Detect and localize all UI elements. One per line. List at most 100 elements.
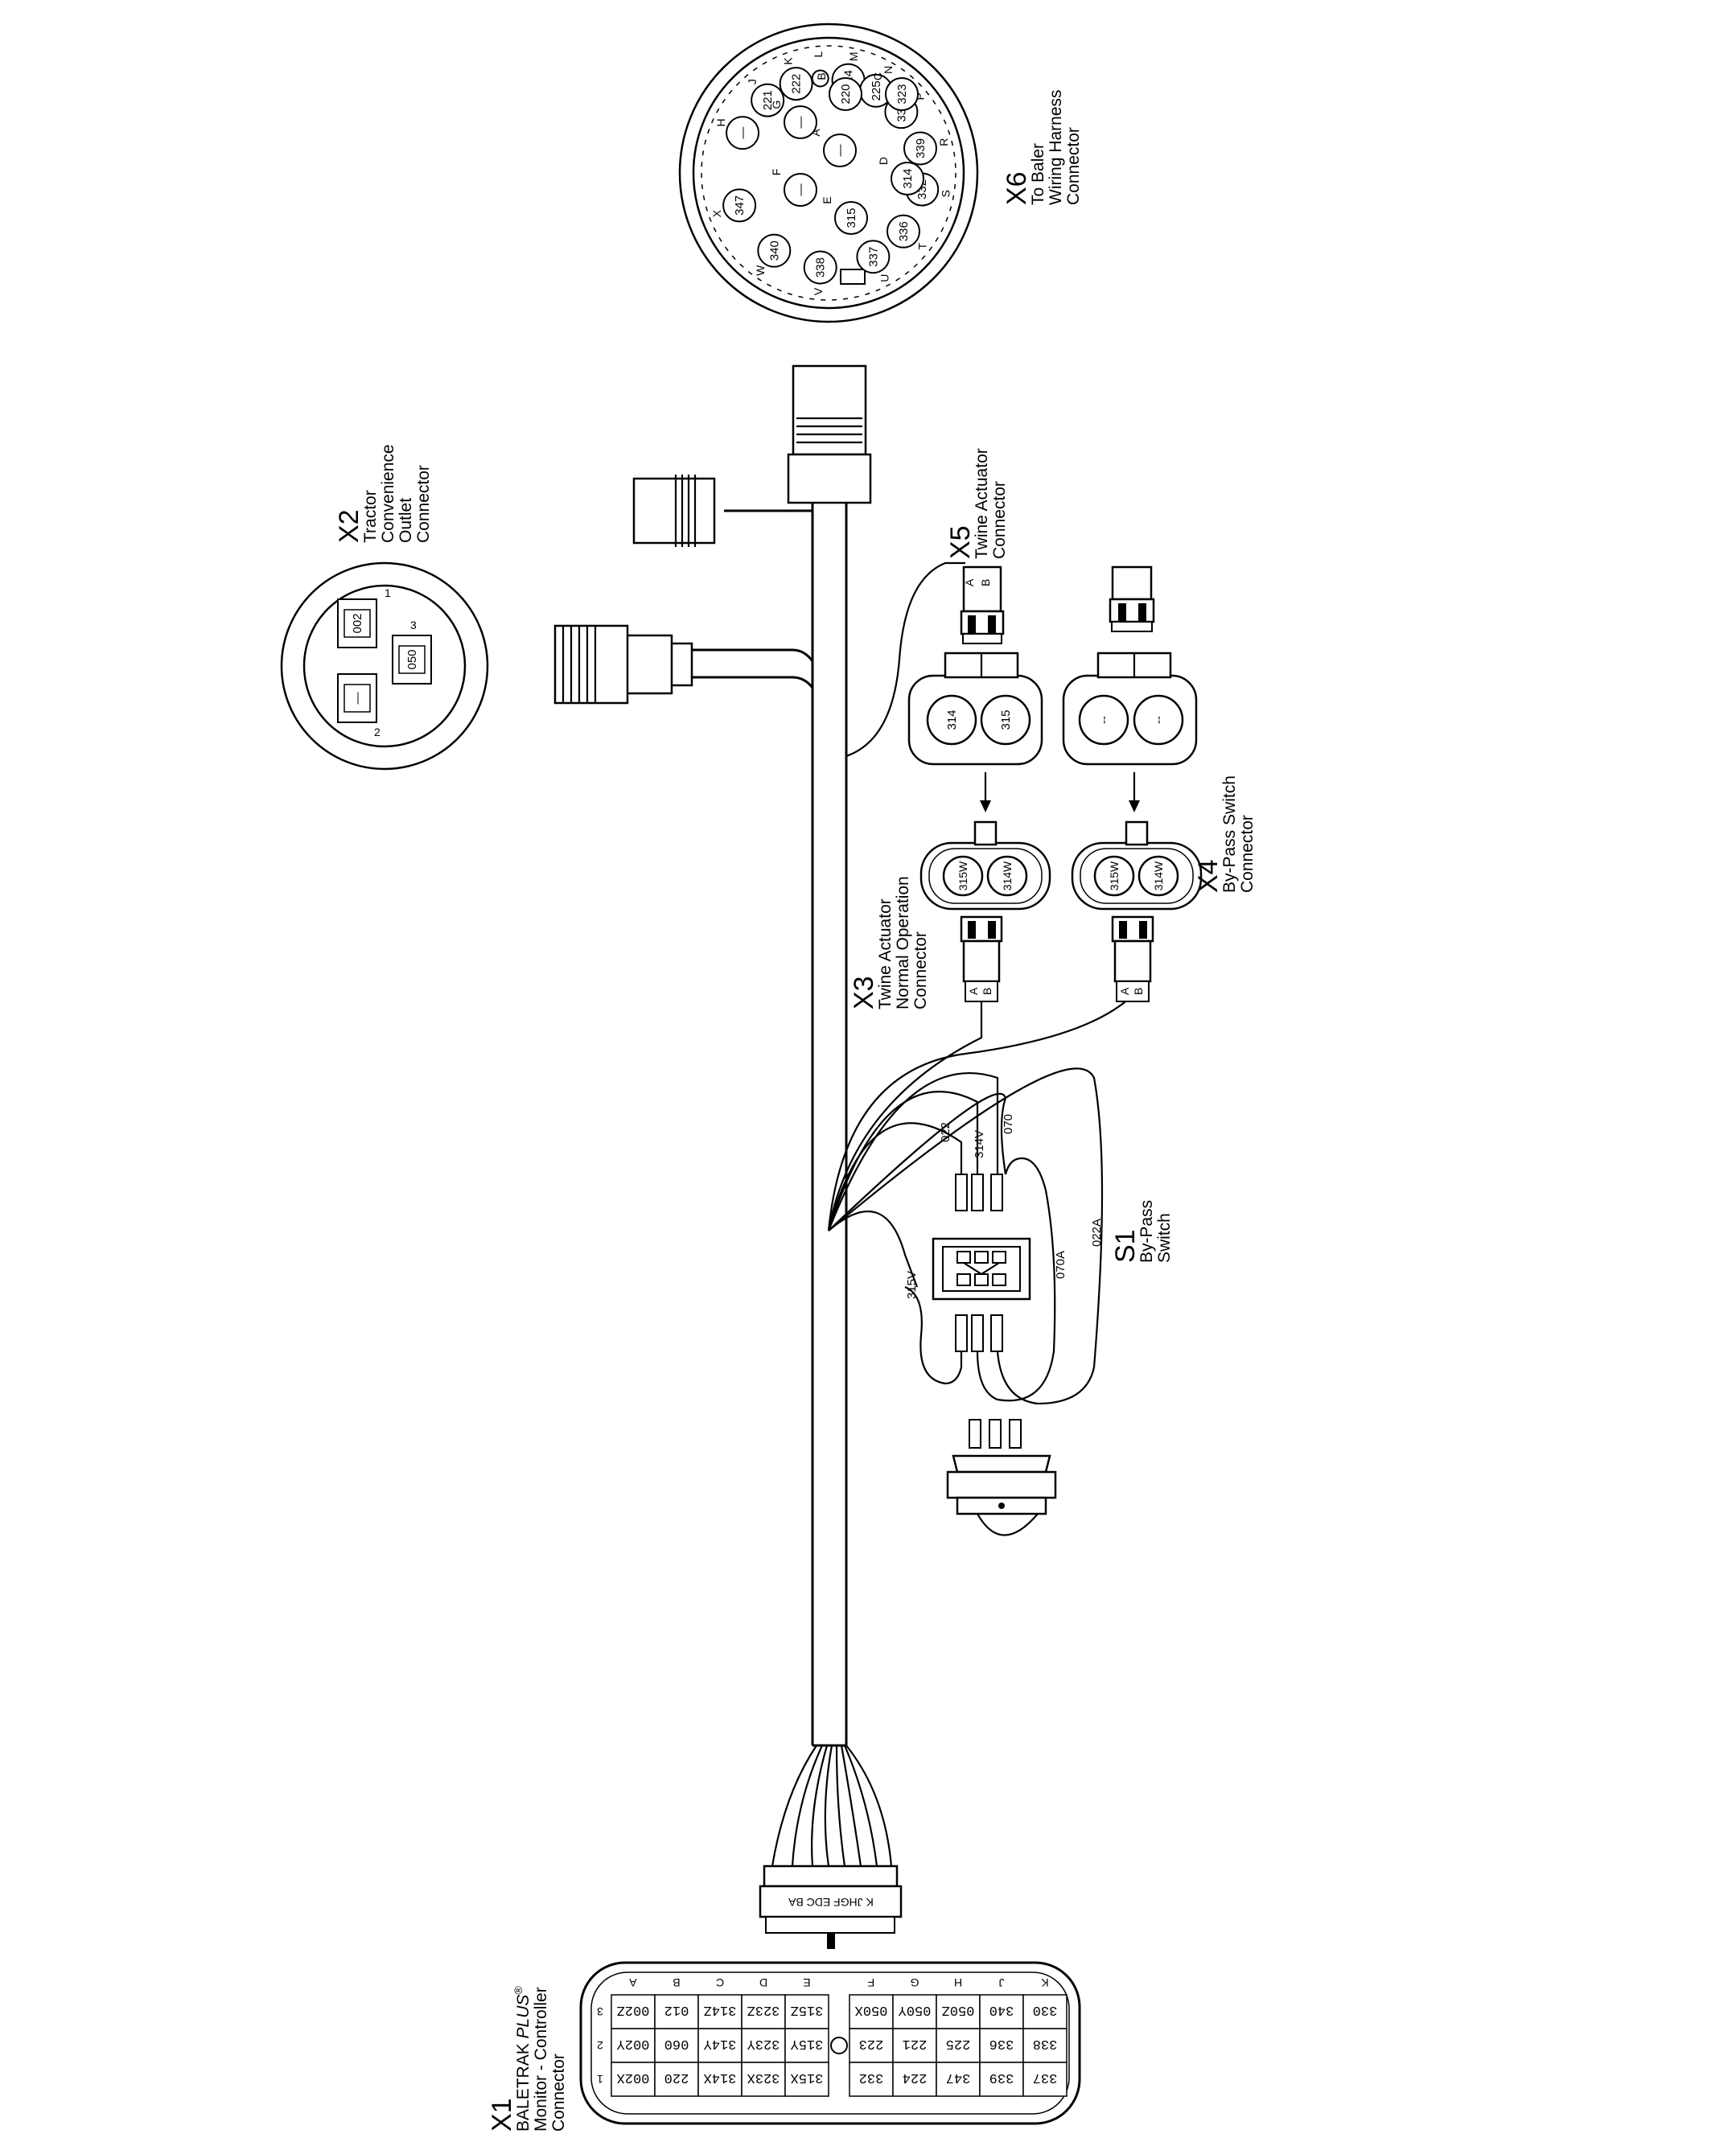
x1-cell-box [892,2062,937,2097]
x5-id: X5 [945,525,976,559]
x6-pin-letter: C [871,72,884,80]
s1-id: S1 [1110,1229,1141,1263]
x1-locking-post [830,2037,848,2054]
x6-pin-letter: P [913,93,926,100]
x1-brand-line: BALETRAK PLUS® [512,1986,533,2132]
x4-label: X4 By-Pass Switch Connector [1193,775,1257,893]
s1-label: S1 By-Pass Switch [1110,1200,1174,1263]
x1-plug: K JHGF EDC BA [759,1865,903,1949]
x6-pin-layer: —H221J222KL224M225N330P339R332S336T337U3… [710,51,952,295]
x4-plug: A B [1111,915,1154,1002]
x1-column-letter: H [954,1976,962,1989]
x6-pin: —G [770,101,817,139]
x6-pin-socket [903,131,937,166]
x1-cell-box [979,1994,1024,2029]
x6-pin-letter: W [754,265,767,276]
x1-desc-1: Monitor - Controller [532,1987,550,2132]
x6-pin-letter: S [940,190,952,197]
x1-cell: 314Z [704,2002,737,2017]
x6-pin: L [811,51,829,88]
x1-id: X1 [487,2098,517,2132]
x1-column-letter: E [803,1976,810,1989]
x2-pin-1-num: 1 [385,586,391,599]
x5-pin-b: B [979,579,992,586]
x3-desc-1: Twine Actuator [876,898,895,1009]
x2-label: X2 Tractor Convenience Outlet Connector [334,444,433,543]
x1-desc-2: Connector [549,2054,568,2132]
x3-receptacle: 315W 314W [919,820,1051,911]
s1-desc-2: Switch [1155,1213,1174,1263]
x6-pin-letter: A [809,129,822,137]
x1-row-number: 1 [597,2073,603,2086]
x6-pin-socket [784,105,817,139]
x1-plug-letters: K JHGF EDC BA [788,1896,873,1909]
x6-pin-letter: T [916,242,929,249]
x6-pin-wire: 339 [914,138,928,158]
x6-pin-wire: — [794,184,808,196]
x4-id: X4 [1193,859,1224,893]
x1-cell-box [611,2028,656,2063]
x6-connector: —H221J222KL224M225N330P339R332S336T337U3… [678,23,979,323]
x5-pin-a: A [963,578,976,586]
x1-cell-box [697,2028,743,2063]
x6-pin-letter: N [882,66,895,74]
wire-label-022a: 022A [1090,1219,1104,1247]
x6-pin-socket [891,162,924,195]
x6-pin-wire: 222 [790,74,804,94]
x1-column-letter: K [1041,1976,1049,1989]
x1-label: X1 BALETRAK PLUS® Monitor - Controller C… [487,1986,568,2132]
x6-pin-wire: — [736,127,750,139]
x5-label: X5 Twine Actuator Connector [945,448,1009,559]
x6-pin-socket [856,240,891,274]
x1-cell: 337 [1033,2070,1058,2085]
x3-plug-pin-a: A [967,987,980,995]
x5-side-housing: 314 315 [907,652,1043,812]
x6-pin-wire: 337 [866,247,880,267]
x6-pin-socket [722,188,757,223]
x2-pin-1: 002 1 [337,586,391,648]
x4-cavity-1: 315W [1108,861,1121,890]
x1-cell: 315X [791,2070,824,2085]
wire-label-070a: 070A [1054,1251,1068,1279]
x1-cell: 323Y [747,2036,780,2051]
x6-pin-letter: M [847,51,860,61]
x1-cell: 323X [747,2070,780,2085]
x1-cell: 323Z [747,2002,780,2017]
main-harness [553,364,1131,1867]
x3-label: X3 Twine Actuator Normal Operation Conne… [849,876,930,1009]
x1-cell: 012 [664,2002,689,2017]
x2-pin-2-wire: — [351,693,364,705]
wire-label-315v: 315V [905,1271,919,1299]
x1-brand-mark: ® [512,1986,525,1995]
x3-plug-pin-b: B [981,988,993,995]
x6-pin-wire: 347 [733,195,747,216]
x1-brand: BALETRAK [514,2038,533,2132]
x1-cell-box [741,2062,786,2097]
x1-cell-box [654,2028,699,2063]
x5-side-cavity-2: 315 [999,709,1013,730]
x2-desc-3: Outlet [397,498,415,543]
x3-cavity-1: 315W [956,861,969,890]
x1-cell-box [979,2028,1024,2063]
x4-desc-2: Connector [1238,815,1257,893]
x1-cell: 330 [1033,2002,1058,2017]
x1-cell-box [979,2062,1024,2097]
x1-cell-box [849,2062,894,2097]
x1-cell: 347 [946,2070,971,2085]
x6-pin-socket [823,134,857,167]
x1-cell-box [611,2062,656,2097]
wire-label-070: 070 [1002,1114,1015,1134]
x3-desc-3: Connector [911,931,930,1009]
x1-cell: 223 [859,2036,884,2051]
x1-cell: 002Z [617,2002,650,2017]
x2-pin-3: 050 3 [392,619,432,685]
x6-pin-wire: 314 [901,168,915,188]
